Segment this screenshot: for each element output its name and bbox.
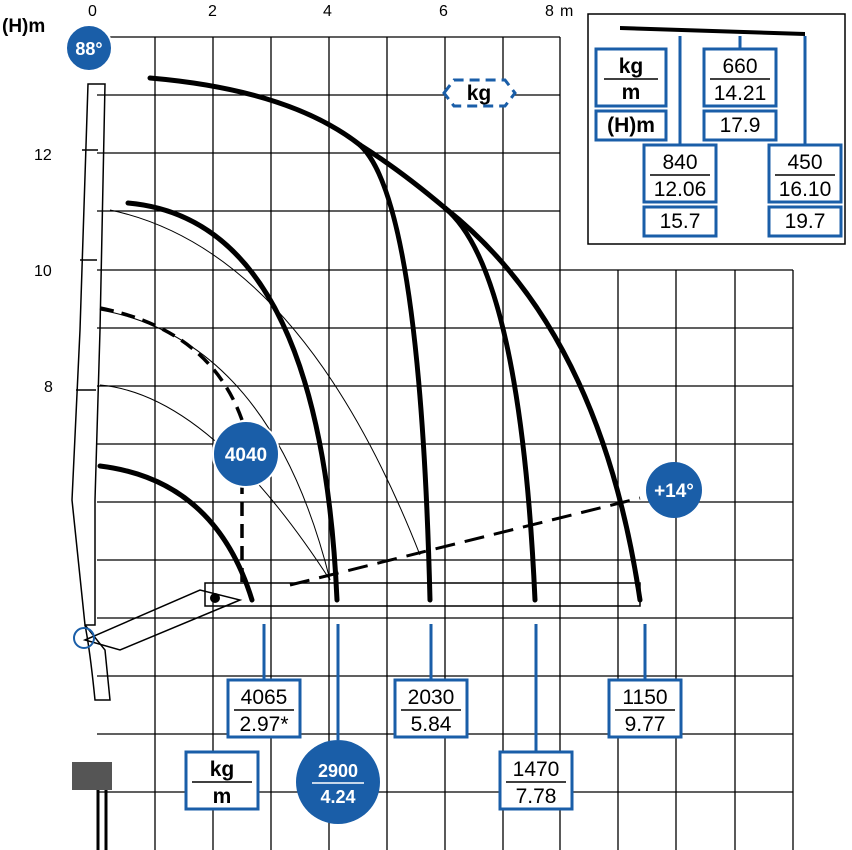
- legend-height-box: [594, 109, 668, 142]
- curve-4065: [97, 463, 255, 603]
- legend-height-label: (H)m: [607, 114, 655, 137]
- angle-line-14: [289, 496, 641, 587]
- grid-upper: [97, 36, 561, 270]
- legend-unit-kg: kg: [619, 55, 644, 78]
- legend-e5-box: [642, 143, 718, 204]
- legend-e7-h-box: [767, 205, 843, 238]
- curve-1470: [442, 205, 538, 603]
- legend-e7-box: [767, 143, 843, 204]
- load-1470-m: 7.78: [516, 785, 557, 808]
- load-2030: 2030 5.84: [393, 678, 469, 739]
- x-tick-4: 4: [323, 3, 332, 20]
- y-tick-12: 12: [34, 147, 52, 164]
- curve-4040-dashed: [99, 306, 244, 421]
- kg-header-label: kg: [467, 82, 492, 105]
- x-tick-6: 6: [439, 3, 448, 20]
- legend-unit-m: m: [622, 81, 641, 104]
- extension-legend: kg m (H)m 660 14.21 17.9 840 12.06 15.7 …: [587, 13, 846, 245]
- legend-e5-m: 12.06: [654, 178, 707, 201]
- inner-boom: [82, 589, 243, 651]
- max-load-label: 4040: [225, 445, 267, 466]
- load-4065: 4065 2.97*: [226, 678, 302, 739]
- bottom-unit-kg: kg: [210, 758, 235, 781]
- crane-structure: [71, 83, 641, 850]
- angle-badge-top: 88°: [65, 24, 113, 72]
- legend-e6-kg: 660: [722, 55, 757, 78]
- load-1150: 1150 9.77: [607, 678, 683, 739]
- load-2900-kg: 2900: [318, 761, 358, 781]
- load-leaders: [262, 624, 647, 752]
- legend-e7-kg: 450: [787, 151, 822, 174]
- load-1150-m: 9.77: [625, 713, 666, 736]
- max-load-badge: 4040: [212, 420, 280, 488]
- load-1470: 1470 7.78: [498, 750, 574, 811]
- load-2030-kg: 2030: [408, 686, 455, 709]
- outer-boom: [204, 582, 641, 607]
- load-2030-m: 5.84: [411, 713, 452, 736]
- curve-1150: [442, 205, 643, 603]
- y-axis-title: (H)m: [2, 16, 45, 37]
- angle-badge-bottom: +14°: [646, 462, 702, 518]
- boom-joint: [210, 593, 220, 603]
- legend-e6-m: 14.21: [714, 82, 767, 105]
- load-1150-kg: 1150: [622, 686, 667, 709]
- bottom-unit-legend: kg m: [184, 750, 260, 811]
- y-tick-8: 8: [44, 379, 53, 396]
- load-4065-m: 2.97*: [239, 713, 288, 736]
- bottom-unit-m: m: [213, 785, 232, 808]
- crane-base-block: [72, 762, 112, 790]
- reach-arcs-thin: [99, 209, 421, 581]
- legend-e7-m: 16.10: [779, 178, 832, 201]
- load-1470-kg: 1470: [513, 758, 560, 781]
- legend-e6-h: 17.9: [720, 114, 761, 137]
- curve-2030: [357, 142, 433, 603]
- y-tick-10: 10: [34, 263, 52, 280]
- legend-e6-h-box: [702, 109, 778, 142]
- curve-top-join: [357, 142, 448, 211]
- legend-e5-h-box: [642, 205, 718, 238]
- boom-curves: [97, 75, 643, 603]
- curve-top-segment: [147, 75, 363, 148]
- column-segments: [76, 149, 98, 391]
- angle-bottom-label: +14°: [654, 481, 694, 502]
- legend-e6-box: [702, 47, 778, 108]
- x-tick-0: 0: [88, 3, 97, 20]
- legend-unit-box: [594, 47, 668, 108]
- legend-boom-glyph: [620, 26, 805, 36]
- crane-base: [84, 624, 111, 701]
- curve-2900: [125, 200, 340, 603]
- x-tick-2: 2: [208, 3, 217, 20]
- load-2900: 2900 4.24: [296, 740, 380, 824]
- legend-e5-h: 15.7: [660, 210, 701, 233]
- load-2900-m: 4.24: [320, 787, 355, 807]
- kg-header-tag: kg: [442, 78, 517, 108]
- crane-column: [71, 83, 106, 626]
- pivot-joint: [73, 627, 95, 649]
- x-axis-unit: m: [560, 3, 573, 20]
- legend-e5-kg: 840: [662, 151, 697, 174]
- load-4065-kg: 4065: [241, 686, 288, 709]
- angle-top-label: 88°: [75, 39, 102, 59]
- legend-e7-h: 19.7: [785, 210, 826, 233]
- x-tick-8: 8: [545, 3, 554, 20]
